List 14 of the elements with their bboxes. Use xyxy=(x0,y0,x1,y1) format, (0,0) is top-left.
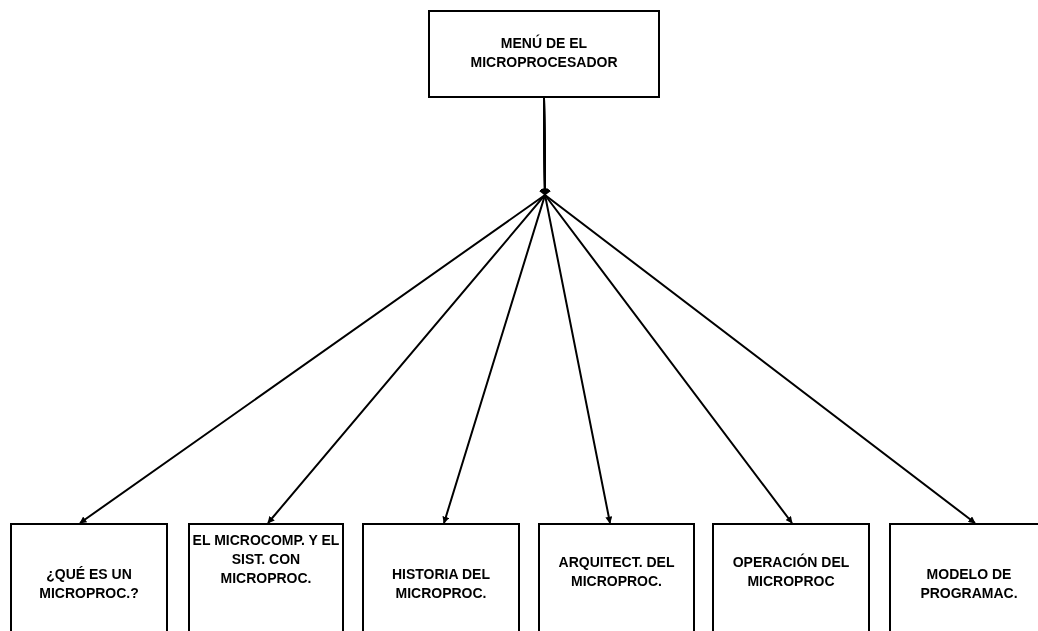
topic-box xyxy=(10,523,168,631)
topic-box xyxy=(538,523,695,631)
topic-box xyxy=(889,523,1038,631)
box-label: MODELO DE PROGRAMAC. xyxy=(919,565,1019,603)
box-label: ARQUITECT. DEL MICROPROC. xyxy=(557,553,676,591)
topic-box xyxy=(188,523,344,631)
box-label: HISTORIA DEL MICROPROC. xyxy=(391,565,491,603)
box-label: ¿QUÉ ES UN MICROPROC.? xyxy=(38,565,140,603)
box-label: MENÚ DE EL MICROPROCESADOR xyxy=(469,34,619,72)
topic-box xyxy=(362,523,520,631)
box-label: OPERACIÓN DEL MICROPROC xyxy=(731,553,851,591)
menu-box xyxy=(428,10,660,98)
box-label: EL MICROCOMP. Y EL SIST. CON MICROPROC. xyxy=(191,531,341,588)
topic-box xyxy=(712,523,870,631)
